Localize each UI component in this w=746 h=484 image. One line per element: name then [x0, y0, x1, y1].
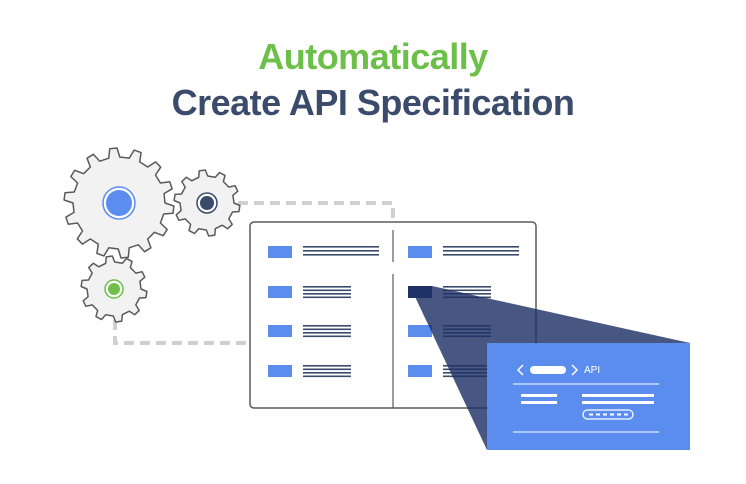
- row-text-line: [303, 296, 351, 299]
- gear-icon: [63, 147, 175, 259]
- row-text-line: [303, 250, 379, 252]
- row-text-line: [443, 250, 519, 252]
- row-text-line: [443, 254, 519, 256]
- row-label-block: [268, 246, 292, 258]
- row-label-block: [268, 325, 292, 337]
- api-value-pill: [582, 409, 634, 420]
- gear-icon: [173, 169, 241, 237]
- api-field-line: [582, 401, 654, 404]
- row-text-line: [303, 375, 351, 378]
- row-text-line: [303, 335, 351, 338]
- row-text-line: [303, 293, 351, 295]
- row-text-line: [303, 289, 351, 292]
- row-text-line: [303, 368, 351, 371]
- row-text-line: [303, 286, 351, 288]
- connector-top: [238, 201, 395, 222]
- gear-hub: [106, 190, 132, 216]
- heading-line-1: Automatically: [258, 36, 488, 77]
- row-text-line: [303, 372, 351, 374]
- api-field-line: [582, 394, 654, 397]
- gear-icon: [80, 255, 148, 323]
- row-text-line: [303, 328, 351, 331]
- row-text-line: [303, 254, 379, 256]
- api-label: API: [584, 365, 601, 376]
- api-field-line: [521, 401, 557, 404]
- gear-hub: [200, 196, 214, 210]
- row-label-block: [268, 365, 292, 377]
- connector-bottom: [113, 320, 250, 345]
- row-label-block: [408, 365, 432, 377]
- row-text-line: [303, 365, 351, 367]
- row-text-line: [303, 246, 379, 248]
- api-tag-pill: [530, 366, 566, 374]
- code-brackets-icon: [516, 364, 579, 376]
- row-text-line: [303, 332, 351, 334]
- row-label-block: [408, 325, 432, 337]
- row-label-block: [268, 286, 292, 298]
- row-text-line: [443, 289, 491, 292]
- api-field-line: [521, 394, 557, 397]
- row-text-line: [443, 246, 519, 248]
- heading-line-2: Create API Specification: [171, 82, 575, 123]
- gear-hub: [108, 283, 120, 295]
- row-text-line: [303, 325, 351, 327]
- row-text-line: [443, 286, 491, 288]
- row-label-block: [408, 246, 432, 258]
- api-card: [487, 343, 690, 450]
